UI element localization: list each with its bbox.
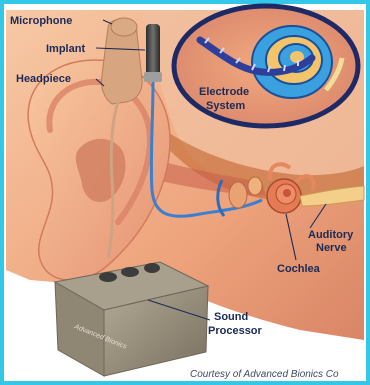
processor-knob-2 <box>121 267 139 277</box>
label-sound-line2: Processor <box>208 325 263 337</box>
label-cochlea: Cochlea <box>277 263 321 275</box>
ossicle-incus <box>248 177 262 195</box>
label-headpiece: Headpiece <box>16 73 71 85</box>
ossicle-malleus <box>229 182 247 208</box>
processor-knob-1 <box>99 272 117 282</box>
electrode-inset <box>174 6 358 126</box>
label-electrode-line1: Electrode <box>199 86 249 98</box>
label-auditory-line1: Auditory <box>308 229 354 241</box>
label-auditory-line2: Nerve <box>316 242 347 254</box>
credit-line: Courtesy of Advanced Bionics Co <box>190 369 339 380</box>
label-sound-line1: Sound <box>214 311 248 323</box>
label-implant: Implant <box>46 43 85 55</box>
processor-knob-3 <box>144 263 160 273</box>
cochlea-inner <box>283 189 291 197</box>
label-electrode-line2: System <box>206 100 245 112</box>
implant-connector <box>146 24 160 78</box>
implant-connector-cap <box>144 72 162 82</box>
microphone-part <box>111 18 137 36</box>
label-microphone: Microphone <box>10 15 72 27</box>
